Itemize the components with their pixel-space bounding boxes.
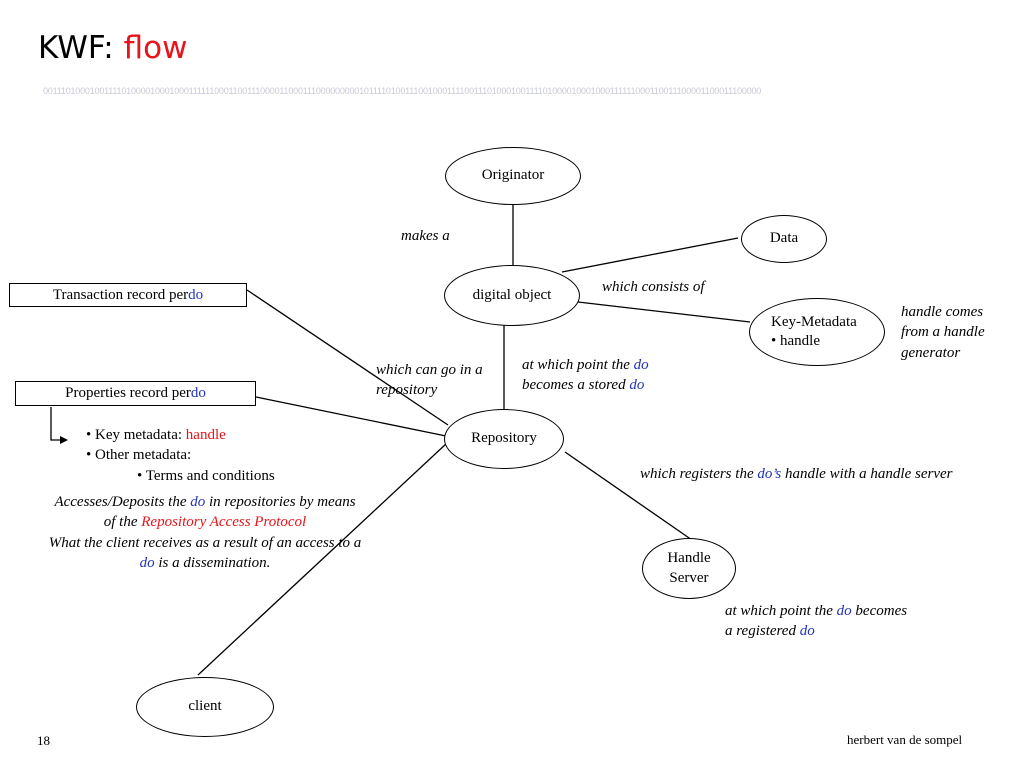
consists-of-label: which consists of xyxy=(602,279,705,295)
handle-server-line2: Server xyxy=(669,569,709,586)
registered-line2-text: a registered xyxy=(725,623,800,640)
key-metadata-text: Key-Metadata • handle xyxy=(771,313,857,352)
link-properties-repository xyxy=(255,396,447,437)
stored-line2-text: becomes a stored xyxy=(522,377,630,394)
access-line2-protocol: Repository Access Protocol xyxy=(141,514,307,531)
bracket-arrowhead xyxy=(60,436,68,444)
stored-line2-do: do xyxy=(629,377,645,394)
stored-line1-do: do xyxy=(633,357,649,373)
can-go-line1: which can go in a xyxy=(376,362,483,378)
properties-record-do: do xyxy=(190,385,206,401)
repository-label: Repository xyxy=(471,430,537,447)
access-line3: What the client receives as a result of … xyxy=(48,534,362,551)
key-metadata-title: Key-Metadata xyxy=(771,313,857,330)
registered-line1: at which point the do becomes xyxy=(725,601,907,621)
key-metadata-item-value: handle xyxy=(185,427,226,443)
access-line4-do: do xyxy=(139,554,155,571)
digital-object-node: digital object xyxy=(444,265,580,326)
page-number: 18 xyxy=(37,733,50,748)
registered-line1-text: at which point the xyxy=(725,603,837,619)
link-repository-client xyxy=(197,442,448,676)
link-digital-object-data xyxy=(561,237,739,273)
handle-server-line1: Handle xyxy=(667,550,711,566)
registered-line2: a registered do xyxy=(725,621,907,641)
link-transaction-repository xyxy=(246,289,449,426)
key-metadata-handle: • handle xyxy=(771,333,820,349)
registered-line2-do: do xyxy=(799,623,815,640)
terms-conditions-item: • Terms and conditions xyxy=(137,468,275,484)
registers-prefix: which registers the xyxy=(640,466,758,482)
client-label: client xyxy=(188,698,222,715)
access-line2: of the Repository Access Protocol xyxy=(20,512,390,532)
transaction-record-box: Transaction record per do xyxy=(9,283,247,307)
registers-handle-label: which registers the do’s handle with a h… xyxy=(640,464,953,484)
handle-generator-line2: from a handle xyxy=(901,324,985,341)
stored-line1-text: at which point the xyxy=(522,357,634,373)
handle-generator-line3: generator xyxy=(901,344,961,361)
access-line1-prefix: Accesses/Deposits the xyxy=(54,494,191,510)
registered-line1-do: do xyxy=(836,603,852,619)
transaction-record-do: do xyxy=(188,286,204,303)
stored-do-label: at which point the do becomes a stored d… xyxy=(522,355,649,396)
access-line4: do is a dissemination. xyxy=(20,553,390,573)
access-line1-do: do xyxy=(190,494,206,510)
registered-do-label: at which point the do becomes a register… xyxy=(725,601,907,642)
slide-title: KWF: flow xyxy=(38,30,187,66)
registers-suffix: handle with a handle server xyxy=(781,466,953,482)
author-name: herbert van de sompel xyxy=(847,732,963,747)
access-note: Accesses/Deposits the do in repositories… xyxy=(20,492,390,573)
can-go-line2: repository xyxy=(376,382,438,399)
originator-label: Originator xyxy=(481,167,545,184)
access-line1: Accesses/Deposits the do in repositories… xyxy=(20,492,390,512)
link-repository-handle-server xyxy=(564,451,693,541)
data-label: Data xyxy=(769,230,799,247)
stored-line1: at which point the do xyxy=(522,355,649,375)
properties-record-box: Properties record per do xyxy=(15,381,256,406)
other-metadata-item: • Other metadata: xyxy=(86,447,192,463)
digital-object-label: digital object xyxy=(472,286,552,303)
can-go-in-repository-label: which can go in a repository xyxy=(376,360,483,401)
registered-line1-suffix: becomes xyxy=(851,603,908,619)
registers-do: do’s xyxy=(757,466,782,482)
originator-node: Originator xyxy=(445,147,581,205)
binary-strip: 0011101000100111101000010001000111111000… xyxy=(43,86,762,96)
properties-record-label: Properties record per xyxy=(65,385,191,401)
key-metadata-item-label: • Key metadata: xyxy=(86,427,186,443)
handle-generator-line1: handle comes xyxy=(901,304,984,320)
repository-node: Repository xyxy=(444,409,564,469)
title-accent: flow xyxy=(123,30,188,66)
stored-line2: becomes a stored do xyxy=(522,375,649,395)
makes-a-label: makes a xyxy=(401,228,450,244)
title-prefix: KWF: xyxy=(38,30,124,66)
key-metadata-item: • Key metadata: handle xyxy=(86,425,226,445)
handle-generator-label: handle comes from a handle generator xyxy=(901,302,985,363)
data-node: Data xyxy=(741,215,827,263)
key-metadata-node: Key-Metadata • handle xyxy=(749,298,885,366)
access-line2-prefix: of the xyxy=(103,514,142,531)
link-digital-object-key-metadata xyxy=(577,301,751,323)
access-line4-suffix: is a dissemination. xyxy=(154,554,271,571)
access-line1-suffix: in repositories by means xyxy=(205,494,356,510)
bracket-arrow-line xyxy=(50,407,63,441)
client-node: client xyxy=(136,677,274,737)
transaction-record-label: Transaction record per xyxy=(52,286,189,303)
